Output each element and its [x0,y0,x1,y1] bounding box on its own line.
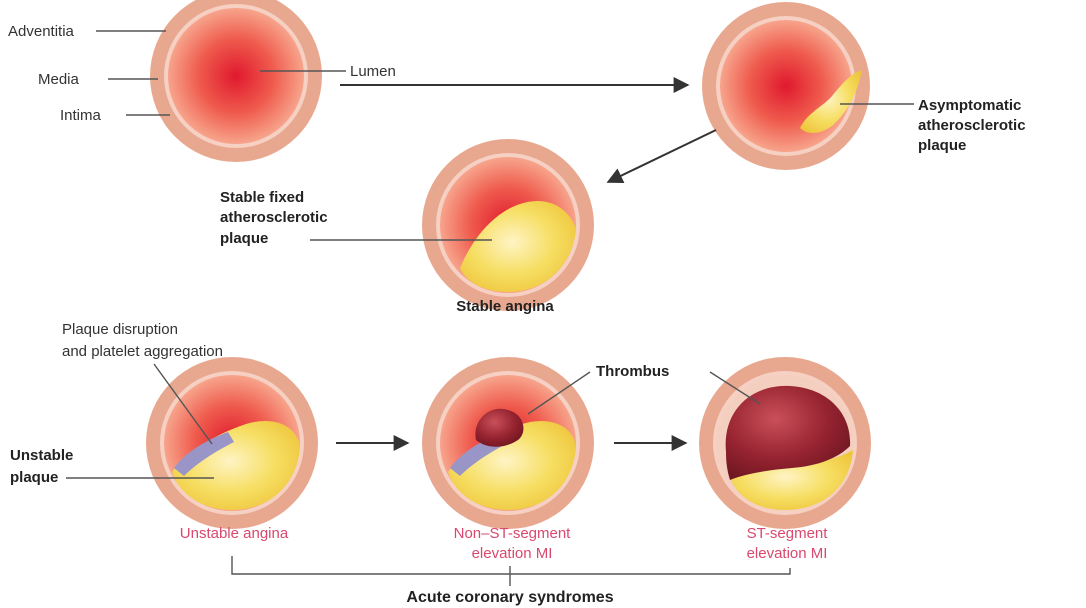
label-stemi-2: elevation MI [747,545,828,562]
arrow-asymptomatic-to-stable [608,130,716,182]
label-unstable-plaque-1: Unstable [10,447,73,464]
artery-asymptomatic-plaque [702,2,870,170]
label-asymptomatic-2: atherosclerotic [918,117,1026,134]
artery-unstable-plaque [146,357,318,529]
label-stable-fixed-3: plaque [220,230,268,247]
label-stable-fixed-2: atherosclerotic [220,209,328,226]
artery-normal [150,0,322,162]
label-nstemi-1: Non–ST-segment [454,525,572,542]
artery-nstemi [422,357,594,529]
label-nstemi-2: elevation MI [472,545,553,562]
label-unstable-plaque-2: plaque [10,469,58,486]
label-acute-coronary-syndromes: Acute coronary syndromes [406,589,613,606]
label-asymptomatic-1: Asymptomatic [918,97,1021,114]
label-stable-fixed-1: Stable fixed [220,189,304,206]
label-media: Media [38,71,80,88]
label-adventitia: Adventitia [8,23,75,40]
label-intima: Intima [60,107,102,124]
label-unstable-angina: Unstable angina [180,525,289,542]
artery-stemi [699,357,871,529]
label-plaque-disruption-2: and platelet aggregation [62,343,223,360]
label-plaque-disruption-1: Plaque disruption [62,321,178,338]
label-lumen: Lumen [350,63,396,80]
label-stable-angina: Stable angina [456,298,554,315]
label-thrombus: Thrombus [596,363,669,380]
label-stemi-1: ST-segment [747,525,829,542]
artery-stable-plaque [422,139,594,311]
label-asymptomatic-3: plaque [918,137,966,154]
